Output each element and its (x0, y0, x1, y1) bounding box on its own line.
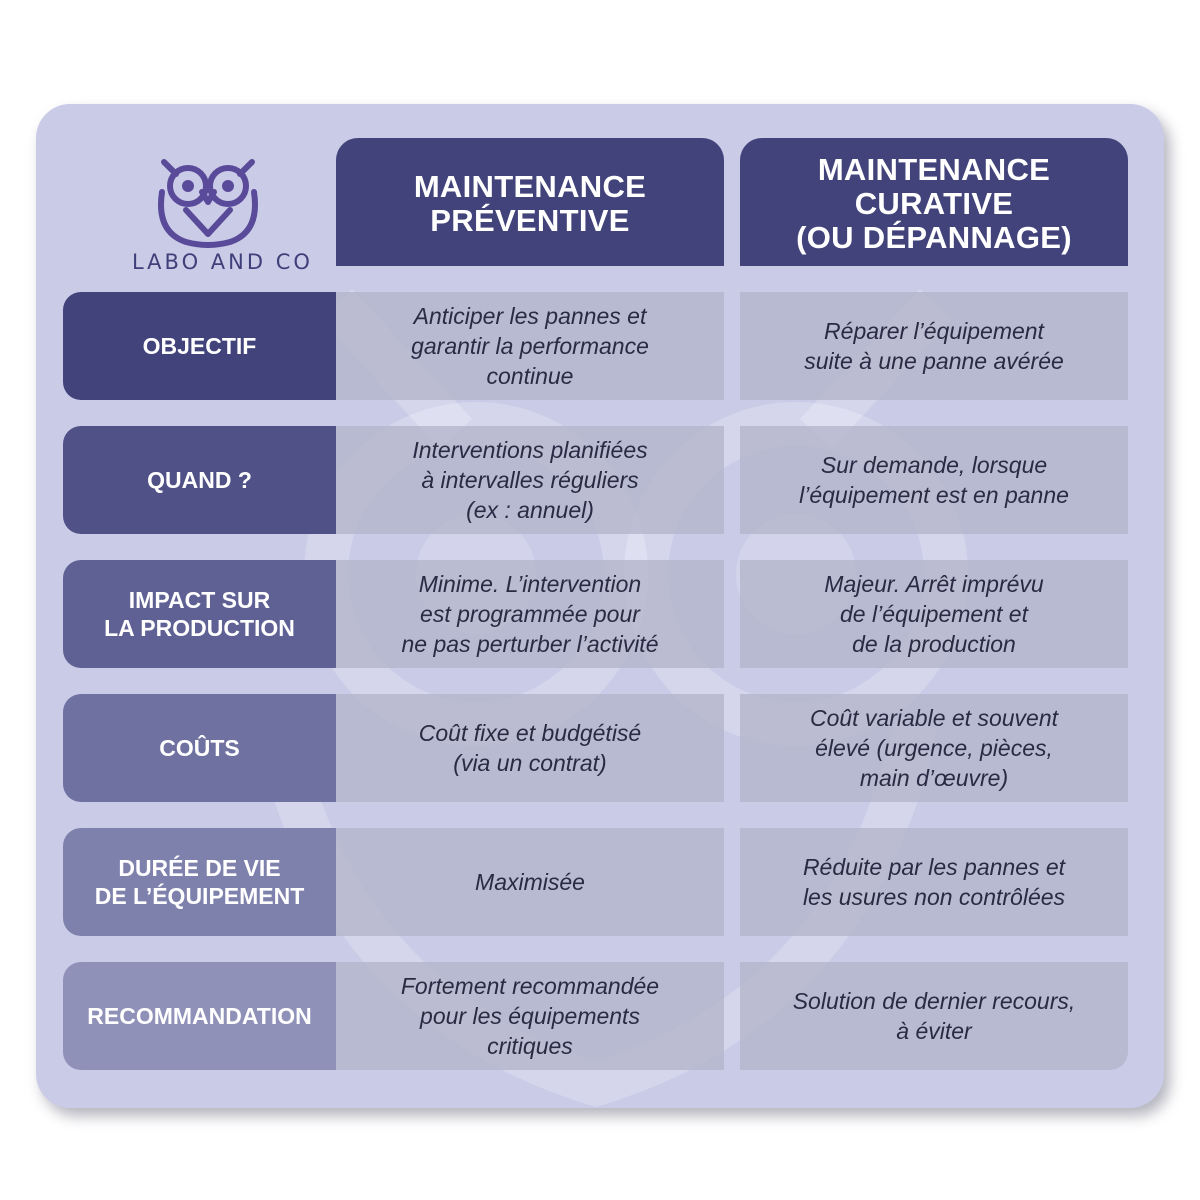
row-label: DURÉE DE VIE DE L’ÉQUIPEMENT (63, 828, 336, 936)
curative-cell: Majeur. Arrêt imprévu de l’équipement et… (740, 560, 1128, 668)
table-row: IMPACT SUR LA PRODUCTION Minime. L’inter… (63, 560, 1128, 668)
preventive-cell: Maximisée (336, 828, 724, 936)
row-label: RECOMMANDATION (63, 962, 336, 1070)
row-label: IMPACT SUR LA PRODUCTION (63, 560, 336, 668)
row-label: OBJECTIF (63, 292, 336, 400)
row-label: COÛTS (63, 694, 336, 802)
preventive-cell: Anticiper les pannes et garantir la perf… (336, 292, 724, 400)
column-title-curative: MAINTENANCE CURATIVE (OU DÉPANNAGE) (796, 152, 1072, 255)
table-row: DURÉE DE VIE DE L’ÉQUIPEMENT Maximisée R… (63, 828, 1128, 936)
preventive-cell: Coût fixe et budgétisé (via un contrat) (336, 694, 724, 802)
table-row: RECOMMANDATION Fortement recommandée pou… (63, 962, 1128, 1070)
column-header-curative: MAINTENANCE CURATIVE (OU DÉPANNAGE) (740, 138, 1128, 266)
brand-logo: LABO AND CO (132, 152, 313, 280)
curative-cell: Coût variable et souvent élevé (urgence,… (740, 694, 1128, 802)
owl-logo-icon (158, 159, 258, 248)
column-title-preventive: MAINTENANCE PRÉVENTIVE (413, 169, 647, 238)
table-row: OBJECTIF Anticiper les pannes et garanti… (63, 292, 1128, 400)
column-header-preventive: MAINTENANCE PRÉVENTIVE (336, 138, 724, 266)
table-row: QUAND ? Interventions planifiées à inter… (63, 426, 1128, 534)
table-row: COÛTS Coût fixe et budgétisé (via un con… (63, 694, 1128, 802)
preventive-cell: Minime. L’intervention est programmée po… (336, 560, 724, 668)
curative-cell: Réparer l’équipement suite à une panne a… (740, 292, 1128, 400)
curative-cell: Sur demande, lorsque l’équipement est en… (740, 426, 1128, 534)
preventive-cell: Interventions planifiées à intervalles r… (336, 426, 724, 534)
comparison-card: LABO AND CO MAINTENANCE PRÉVENTIVE MAINT… (36, 104, 1164, 1108)
curative-cell: Solution de dernier recours, à éviter (740, 962, 1128, 1070)
row-label: QUAND ? (63, 426, 336, 534)
preventive-cell: Fortement recommandée pour les équipemen… (336, 962, 724, 1070)
brand-name: LABO AND CO (132, 250, 313, 274)
curative-cell: Réduite par les pannes et les usures non… (740, 828, 1128, 936)
